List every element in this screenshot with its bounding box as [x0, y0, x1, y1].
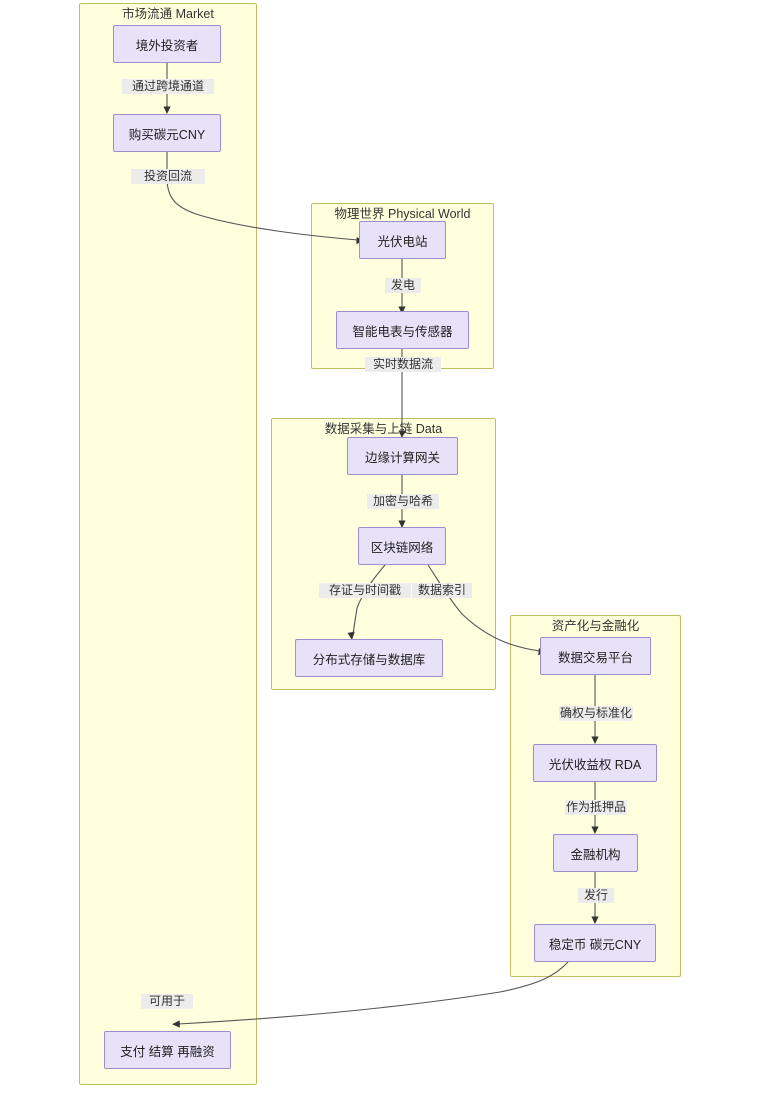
edge-label-encrypt-hash: 加密与哈希	[367, 494, 439, 509]
node-smart-meter-label: 智能电表与传感器	[352, 324, 453, 339]
node-financial-institution-label: 金融机构	[570, 847, 621, 862]
node-blockchain-label: 区块链网络	[370, 540, 434, 555]
edge-label-issuance: 发行	[578, 888, 614, 903]
edge-label-cross-border: 通过跨境通道	[122, 79, 214, 94]
node-storage-db[interactable]: 分布式存储与数据库	[295, 639, 443, 677]
edge-label-data-index: 数据索引	[412, 583, 472, 598]
edge-label-as-collateral: 作为抵押品	[565, 800, 627, 815]
node-data-exchange[interactable]: 数据交易平台	[540, 637, 651, 675]
node-edge-gateway[interactable]: 边缘计算网关	[347, 437, 458, 475]
node-investor-label: 境外投资者	[135, 38, 199, 53]
cluster-title-market: 市场流通 Market	[122, 7, 214, 21]
edge-label-power-generation: 发电	[385, 278, 421, 293]
node-pv-plant[interactable]: 光伏电站	[359, 221, 446, 259]
cluster-market	[79, 3, 257, 1085]
node-payment-label: 支付 结算 再融资	[120, 1044, 215, 1059]
cluster-title-physical-world: 物理世界 Physical World	[334, 207, 471, 221]
node-buy-cny[interactable]: 购买碳元CNY	[113, 114, 221, 152]
node-payment[interactable]: 支付 结算 再融资	[104, 1031, 231, 1069]
node-blockchain[interactable]: 区块链网络	[358, 527, 446, 565]
edge-label-rights-standardization: 确权与标准化	[559, 706, 633, 721]
cluster-title-data: 数据采集与上链 Data	[324, 422, 443, 436]
node-smart-meter[interactable]: 智能电表与传感器	[336, 311, 469, 349]
edge-label-investment-return: 投资回流	[131, 169, 205, 184]
edge-label-usable-for: 可用于	[141, 994, 193, 1009]
node-stablecoin[interactable]: 稳定币 碳元CNY	[534, 924, 656, 962]
node-edge-gateway-label: 边缘计算网关	[364, 450, 440, 465]
node-storage-db-label: 分布式存储与数据库	[312, 652, 426, 667]
edge-label-realtime-data: 实时数据流	[365, 357, 441, 372]
node-investor[interactable]: 境外投资者	[113, 25, 221, 63]
node-data-exchange-label: 数据交易平台	[557, 650, 633, 665]
cluster-title-asset: 资产化与金融化	[551, 619, 640, 633]
node-rda-label: 光伏收益权 RDA	[548, 757, 642, 772]
edge-label-timestamp-proof: 存证与时间戳	[319, 583, 411, 598]
node-stablecoin-label: 稳定币 碳元CNY	[548, 937, 642, 952]
node-pv-plant-label: 光伏电站	[377, 234, 428, 249]
node-rda[interactable]: 光伏收益权 RDA	[533, 744, 657, 782]
node-buy-cny-label: 购买碳元CNY	[128, 127, 206, 142]
node-financial-institution[interactable]: 金融机构	[553, 834, 638, 872]
